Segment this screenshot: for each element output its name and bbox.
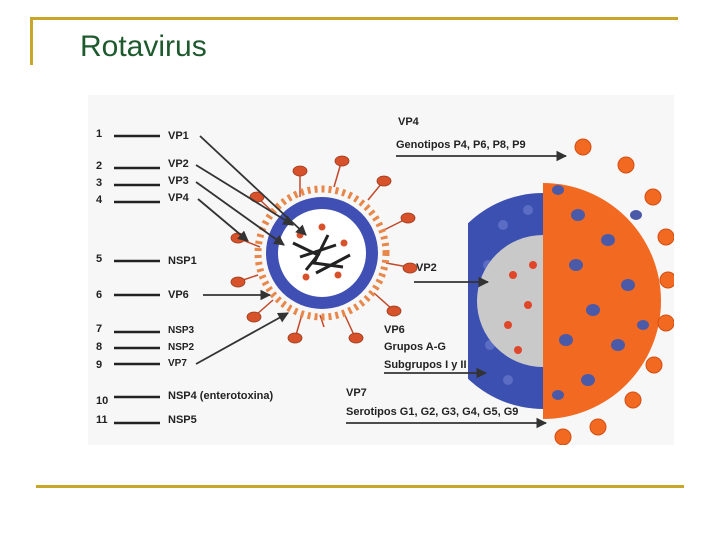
vp2-title: VP2 xyxy=(416,262,437,274)
gene-number: 10 xyxy=(96,395,108,407)
gene-number: 7 xyxy=(96,323,102,335)
gene-protein-label: VP7 xyxy=(168,358,187,369)
gene-protein-label: NSP2 xyxy=(168,342,195,353)
gene-number: 1 xyxy=(96,128,102,140)
gene-protein-label: VP6 xyxy=(168,289,189,301)
vp4-detail: Genotipos P4, P6, P8, P9 xyxy=(396,139,526,151)
gene-protein-label: NSP5 xyxy=(168,414,197,426)
gene-protein-label: VP2 xyxy=(168,158,189,170)
vp7-title: VP7 xyxy=(346,387,367,399)
gene-protein-label: NSP1 xyxy=(168,255,197,267)
vp6-line1: Grupos A-G xyxy=(384,341,446,353)
gene-number: 4 xyxy=(96,194,103,206)
gene-number: 3 xyxy=(96,177,102,189)
slide-title: Rotavirus xyxy=(80,30,207,64)
gene-protein-label: VP3 xyxy=(168,175,189,187)
bottom-rule xyxy=(36,485,684,488)
vp7-detail: Serotipos G1, G2, G3, G4, G5, G9 xyxy=(346,406,518,418)
gene-protein-label: VP4 xyxy=(168,192,190,204)
rotavirus-figure: 1 VP1 2 VP2 3 VP3 4 VP4 5 N xyxy=(88,95,674,445)
gene-number: 9 xyxy=(96,359,102,371)
gene-number: 6 xyxy=(96,289,102,301)
gene-protein-label: NSP3 xyxy=(168,325,195,336)
vp6-title: VP6 xyxy=(384,324,405,336)
gene-protein-label: VP1 xyxy=(168,130,189,142)
vp6-line2: Subgrupos I y II xyxy=(384,359,467,371)
gene-number: 2 xyxy=(96,160,102,172)
gene-number: 8 xyxy=(96,341,102,353)
left-rule xyxy=(30,17,33,65)
gene-protein-label: NSP4 (enterotoxina) xyxy=(168,390,273,402)
gene-number: 11 xyxy=(96,414,108,426)
gene-number: 5 xyxy=(96,253,102,265)
top-rule xyxy=(30,17,678,20)
vp4-title: VP4 xyxy=(398,116,420,128)
